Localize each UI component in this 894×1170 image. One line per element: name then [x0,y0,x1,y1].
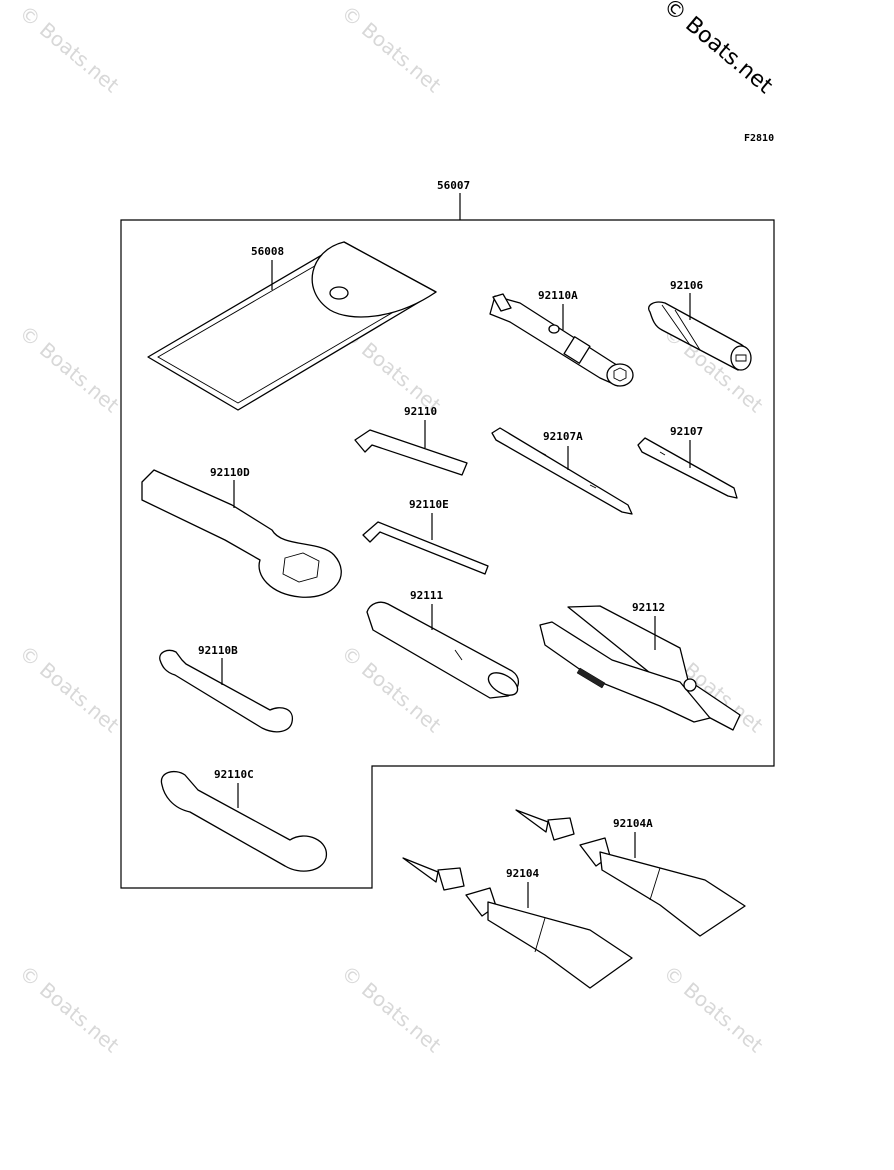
open-spanner-large [160,771,327,872]
pliers [539,605,741,731]
watermark: © Boats.net [15,960,124,1057]
figure-code: F2810 [744,133,774,144]
part-label-92107: 92107 [670,425,703,438]
hex-key-large [354,429,468,476]
watermark: © Boats.net [337,0,446,97]
watermark: © Boats.net [337,960,446,1057]
extension-bar [366,601,519,699]
screwdriver-phillips [637,437,738,499]
part-label-56008: 56008 [251,245,284,258]
part-label-92112: 92112 [632,601,665,614]
watermark: © Boats.net [15,0,124,97]
kit-frame [120,219,775,889]
part-label-92110: 92110 [404,405,437,418]
hex-key-small [362,521,489,575]
ring-spanner [141,469,342,598]
box-wrench [489,293,634,387]
grease-tube-a [515,809,746,937]
copyright-text: © Boats.net [658,0,777,99]
part-label-92104A: 92104A [613,817,653,830]
grease-tube [402,857,633,989]
socket-handle [648,301,752,371]
part-label-92110A: 92110A [538,289,578,302]
watermark: © Boats.net [15,320,124,417]
watermark: © Boats.net [15,640,124,737]
screwdriver-blade [491,427,633,515]
tool-pouch [147,241,437,411]
part-label-92111: 92111 [410,589,443,602]
part-label-92110D: 92110D [210,466,250,479]
kit-label: 56007 [437,179,470,192]
part-label-92107A: 92107A [543,430,583,443]
part-label-92110B: 92110B [198,644,238,657]
part-label-92110C: 92110C [214,768,254,781]
watermark: © Boats.net [659,960,768,1057]
part-label-92106: 92106 [670,279,703,292]
open-spanner-small [159,649,293,733]
part-label-92110E: 92110E [409,498,449,511]
part-label-92104: 92104 [506,867,539,880]
